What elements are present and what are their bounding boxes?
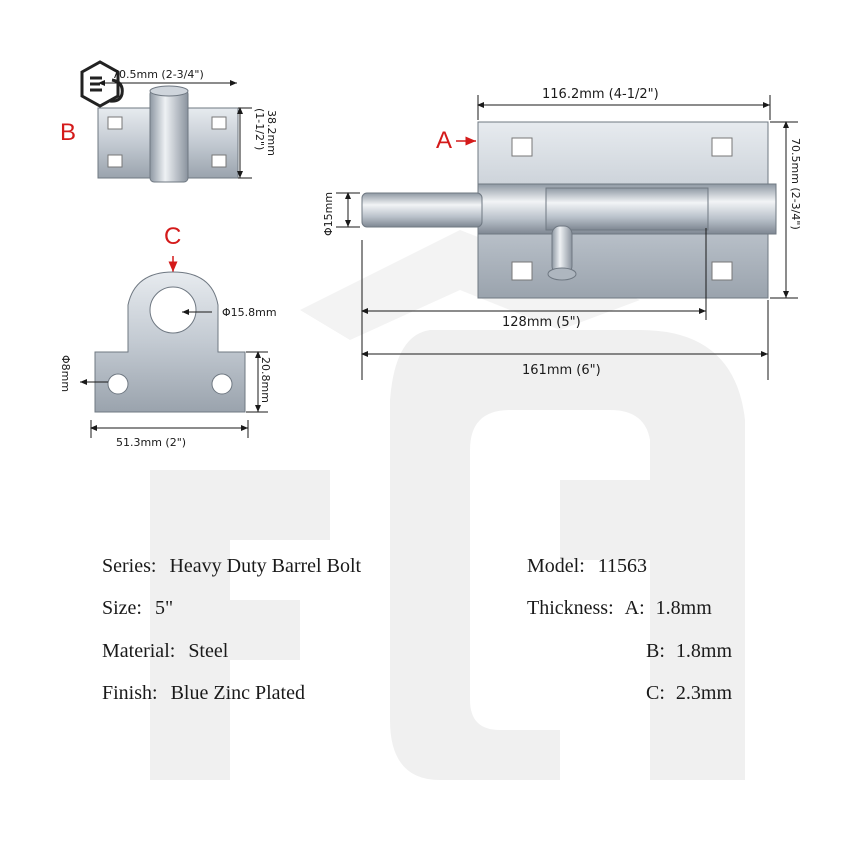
- spec-model-value: 11563: [597, 555, 648, 577]
- spec-size: Size: 5": [102, 597, 173, 620]
- dim-c-height: 20.8mm: [259, 357, 272, 403]
- spec-series-label: Series:: [102, 555, 157, 577]
- spec-thickness-c: C: 2.3mm: [646, 682, 732, 705]
- spec-thickness-c-label: C:: [646, 682, 665, 704]
- spec-model: Model: 11563: [527, 555, 647, 578]
- spec-thickness-b-label: B:: [646, 640, 665, 662]
- dim-a-bolt-dia: Φ15mm: [322, 192, 335, 236]
- spec-thickness-a-value: 1.8mm: [655, 597, 712, 619]
- spec-thickness-label: Thickness:: [527, 597, 614, 619]
- label-part-b: B: [60, 119, 76, 146]
- dim-c-screw: Φ8mm: [59, 355, 72, 392]
- dim-c-width: 51.3mm (2"): [116, 436, 186, 449]
- dim-a-width: 116.2mm (4-1/2"): [542, 87, 659, 102]
- spec-finish-label: Finish:: [102, 682, 158, 704]
- spec-size-label: Size:: [102, 597, 142, 619]
- spec-series: Series: Heavy Duty Barrel Bolt: [102, 555, 361, 578]
- spec-finish: Finish: Blue Zinc Plated: [102, 682, 305, 705]
- brand-logo-icon: [80, 60, 124, 108]
- part-c-drawing: C Φ15.8mm Φ8mm 20.8mm 51.3mm (2"): [59, 223, 277, 449]
- spec-material-label: Material:: [102, 640, 176, 662]
- spec-thickness-a-label: A:: [624, 597, 645, 619]
- spec-thickness-c-value: 2.3mm: [675, 682, 733, 704]
- dim-c-hole: Φ15.8mm: [222, 306, 277, 319]
- spec-series-value: Heavy Duty Barrel Bolt: [169, 555, 362, 577]
- spec-thickness-b-value: 1.8mm: [675, 640, 733, 662]
- spec-thickness-b: B: 1.8mm: [646, 640, 732, 663]
- dim-b-width: 70.5mm (2-3/4"): [112, 68, 204, 81]
- spec-material-value: Steel: [188, 640, 229, 662]
- dim-b-height-mm: 38.2mm: [265, 110, 278, 156]
- part-b-drawing: 70.5mm (2-3/4") (1-1/2") 38.2mm B: [60, 60, 278, 183]
- label-part-c: C: [164, 223, 181, 250]
- dim-a-bolt-travel: 128mm (5"): [502, 315, 581, 330]
- spec-model-label: Model:: [527, 555, 585, 577]
- spec-finish-value: Blue Zinc Plated: [170, 682, 305, 704]
- spec-size-value: 5": [155, 597, 174, 619]
- part-a-drawing: A 116.2mm (4-1/2") 70.5mm (2-3/4") Φ15mm: [322, 87, 802, 380]
- dim-a-total: 161mm (6"): [522, 363, 601, 378]
- spec-thickness-a: Thickness: A: 1.8mm: [527, 597, 712, 620]
- spec-material: Material: Steel: [102, 640, 228, 663]
- label-part-a: A: [436, 127, 452, 154]
- dim-a-height: 70.5mm (2-3/4"): [789, 138, 802, 230]
- dim-b-height-in: (1-1/2"): [253, 108, 266, 150]
